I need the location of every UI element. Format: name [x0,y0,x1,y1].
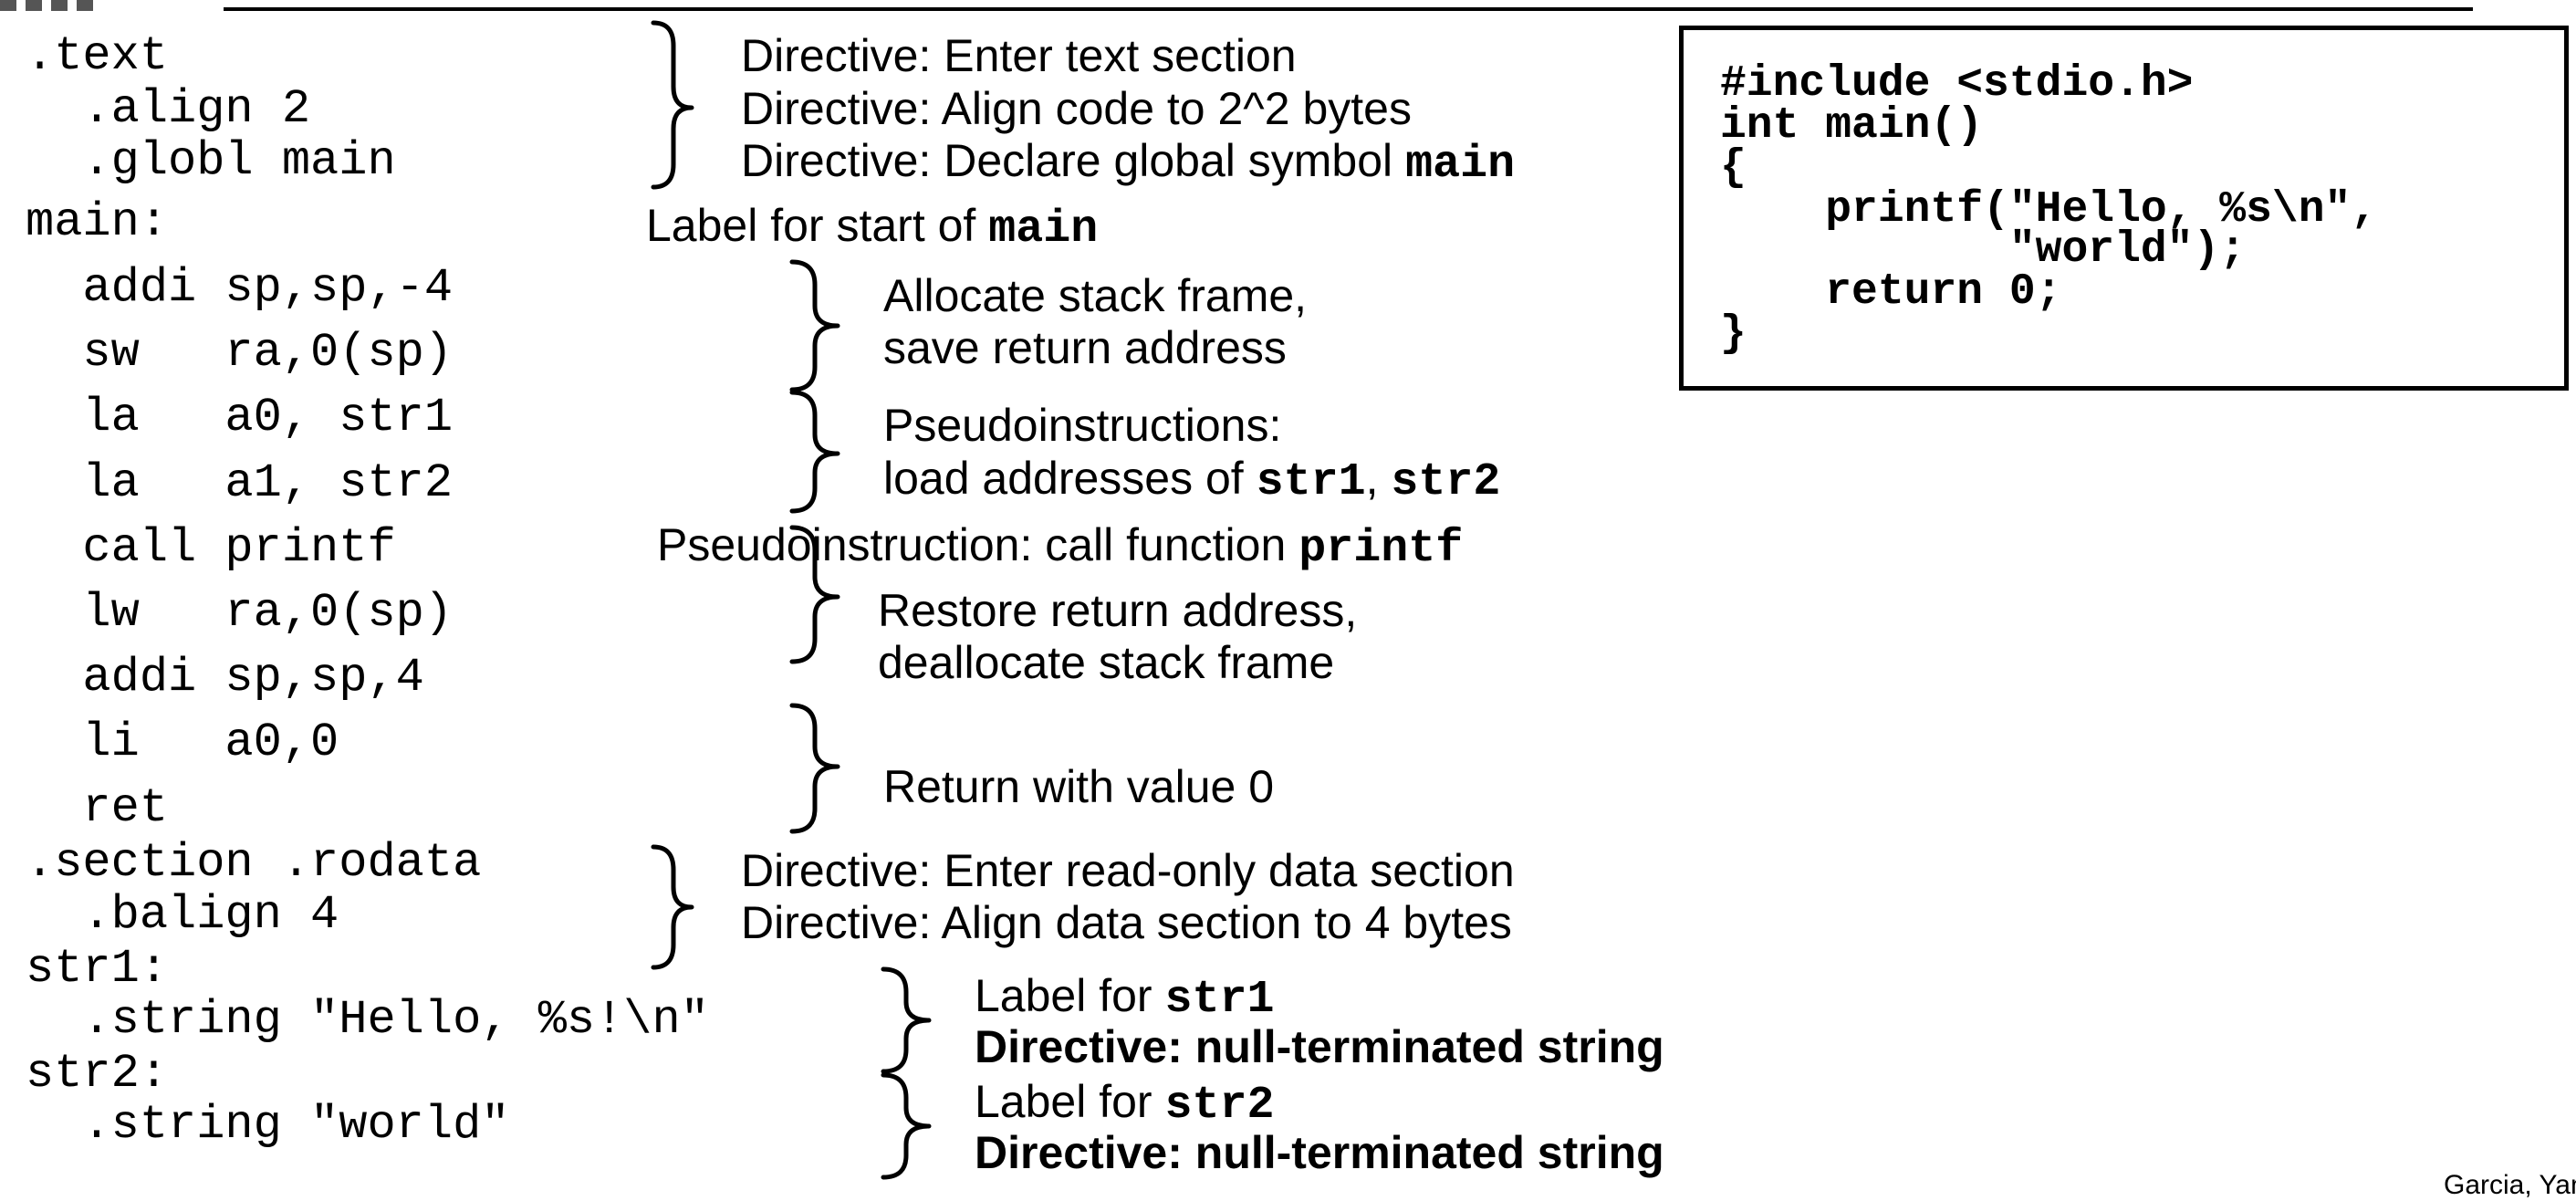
annotation-align: Directive: Align code to 2^2 bytes [741,83,1412,134]
asm-line: .string "world" [26,1098,510,1152]
asm-line: addi sp,sp,4 [26,651,424,705]
asm-line: li a0,0 [26,715,339,769]
asm-line: addi sp,sp,-4 [26,261,454,315]
asm-line: str1: [26,942,169,996]
c-source-line: int main() [1720,101,1984,151]
asm-line: la a0, str1 [26,391,454,444]
asm-line: call printf [26,521,396,575]
symbol-str2: str2 [1164,1080,1275,1132]
c-source-line: } [1720,309,1747,359]
c-source-line: #include <stdio.h> [1720,59,2194,109]
annotation-label-str1: Label for str1 [975,969,1275,1027]
brace-pseudo [789,390,840,514]
annotation-restore-line2: deallocate stack frame [878,637,1335,688]
annotation-return: Return with value 0 [883,761,1275,812]
asm-line: .section .rodata [26,836,482,890]
annotation-label-str2: Label for str2 [975,1075,1275,1133]
annotation-globl-text: Directive: Declare global symbol [741,135,1406,186]
symbol-str2: str2 [1391,456,1501,508]
brace-str2 [881,1072,932,1180]
annotation-globl: Directive: Declare global symbol main [741,134,1515,192]
slide-footer-credit: Garcia, Yan [2444,1170,2576,1200]
asm-line: la a1, str2 [26,456,454,510]
brace-text-section [651,20,694,190]
annotation-label-main: Label for start of main [646,199,1098,256]
annotation-balign: Directive: Align data section to 4 bytes [741,897,1512,948]
annotation-text-section: Directive: Enter text section [741,30,1297,81]
header-rule [224,7,2473,11]
symbol-printf: printf [1298,523,1464,575]
asm-line: ret [26,781,169,835]
symbol-main: main [988,204,1099,256]
annotation-pseudo-line2: load addresses of str1, str2 [883,452,1500,509]
annotation-pseudo-sep: , [1365,453,1392,504]
asm-line: .string "Hello, %s!\n" [26,993,709,1047]
asm-line: sw ra,0(sp) [26,326,454,380]
brace-str1 [881,966,932,1074]
annotation-rodata: Directive: Enter read-only data section [741,845,1515,896]
annotation-string1: Directive: null-terminated string [975,1021,1664,1072]
annotation-label-str1-text: Label for [975,970,1165,1021]
asm-line: .text [26,29,169,83]
annotation-string2: Directive: null-terminated string [975,1127,1664,1178]
annotation-alloc-line2: save return address [883,322,1287,373]
annotation-alloc-line1: Allocate stack frame, [883,270,1308,321]
asm-line: main: [26,195,169,249]
c-source-line: "world"); [1720,225,2247,275]
asm-line: .globl main [26,134,396,188]
symbol-main: main [1405,139,1516,191]
annotation-label-str2-text: Label for [975,1076,1165,1127]
brace-rodata [651,844,694,970]
symbol-str1: str1 [1164,974,1275,1026]
annotation-call: Pseudoinstruction: call function printf [657,518,1463,576]
asm-line: .align 2 [26,82,311,136]
annotation-pseudo-text: load addresses of [883,453,1257,504]
brace-restore [789,525,840,664]
annotation-call-text: Pseudoinstruction: call function [657,519,1299,570]
asm-line: str2: [26,1047,169,1101]
brace-return [789,703,840,834]
c-source-line: printf("Hello, %s\n", [1720,185,2378,235]
annotation-label-main-text: Label for start of [646,200,989,251]
symbol-str1: str1 [1256,456,1366,508]
asm-line: .balign 4 [26,888,339,942]
asm-line: lw ra,0(sp) [26,586,454,640]
annotation-restore-line1: Restore return address, [878,585,1358,636]
c-source-line: return 0; [1720,267,2062,317]
c-source-box: #include <stdio.h> int main() { printf("… [1679,26,2569,391]
slide-corner-decoration [0,0,146,11]
c-source-line: { [1720,143,1747,193]
brace-alloc [789,259,840,392]
annotation-pseudo-line1: Pseudoinstructions: [883,400,1282,451]
